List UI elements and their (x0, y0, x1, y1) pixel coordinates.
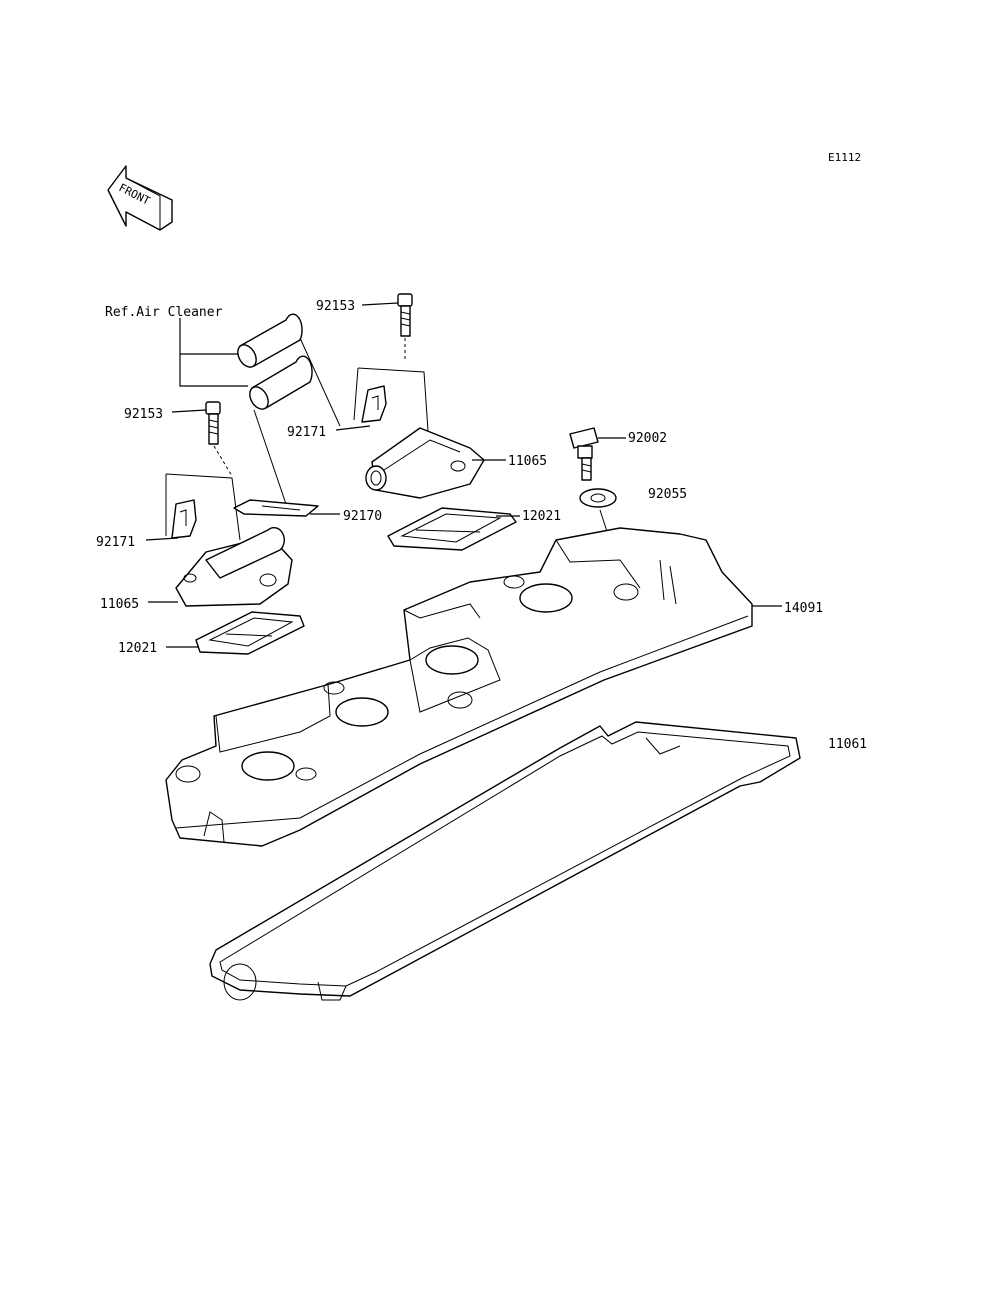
label-92055: 92055 (648, 487, 687, 502)
gasket-11061 (209, 721, 801, 1001)
label-12021-left: 12021 (118, 641, 157, 656)
label-92153-left: 92153 (124, 407, 163, 422)
diagram-code: E1112 (828, 151, 861, 164)
label-92171-top: 92171 (287, 425, 326, 440)
cylinder-head-cover-14091 (165, 527, 753, 847)
label-11065-top: 11065 (508, 454, 547, 469)
bracket-92171-left (165, 473, 241, 541)
air-hose-upper (237, 313, 303, 368)
cap-11065-left (175, 526, 293, 607)
gasket-12021-top (387, 507, 517, 551)
label-14091: 14091 (784, 601, 823, 616)
label-92002: 92002 (628, 431, 667, 446)
ref-note-leaders (179, 318, 248, 387)
bolt-92153-top (397, 293, 413, 360)
label-11065-left: 11065 (100, 597, 139, 612)
label-92170: 92170 (343, 509, 382, 524)
gasket-12021-left (195, 611, 305, 655)
bolt-92002 (569, 427, 599, 481)
bolt-92153-left (205, 401, 233, 477)
ref-air-cleaner-note: Ref.Air Cleaner (105, 305, 223, 320)
front-arrow-icon: FRONT (107, 165, 173, 231)
cap-11065-top (365, 427, 485, 499)
label-12021-top: 12021 (522, 509, 561, 524)
label-11061: 11061 (828, 737, 867, 752)
spacer-92170 (233, 499, 319, 517)
label-92171-left: 92171 (96, 535, 135, 550)
air-hose-lower (249, 355, 313, 410)
label-92153-top: 92153 (316, 299, 355, 314)
